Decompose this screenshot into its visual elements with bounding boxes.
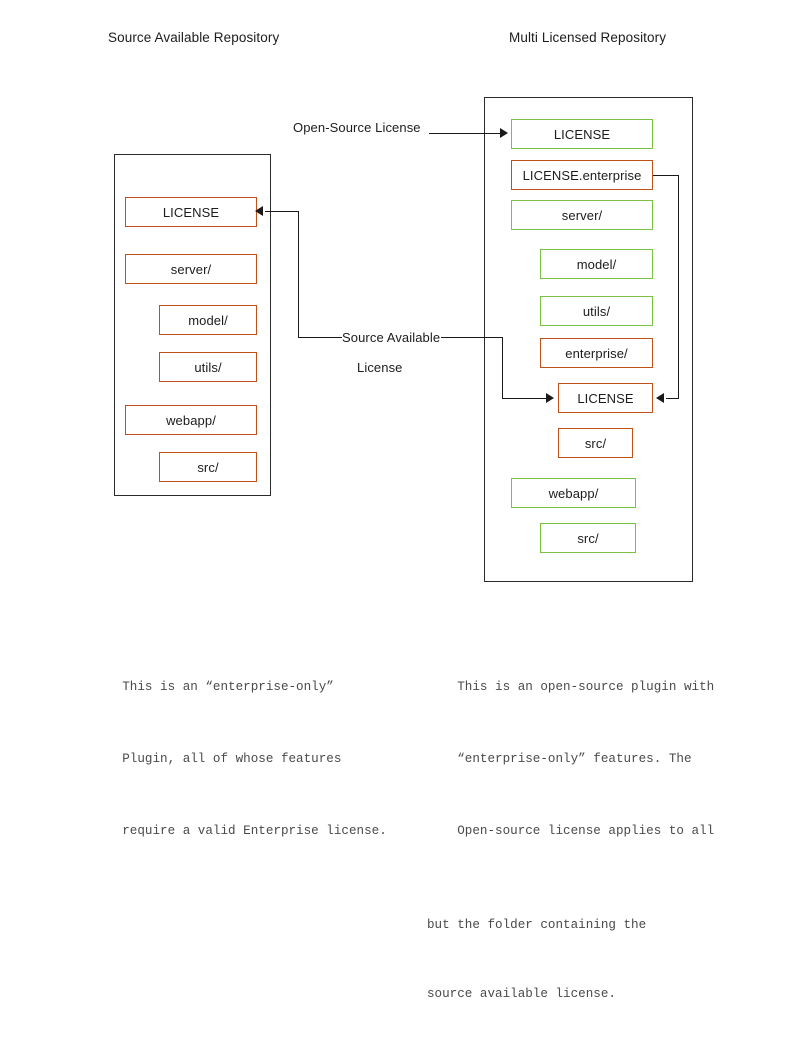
left-node-src[interactable]: src/: [159, 452, 257, 482]
enterprise-loop-arrowhead-icon: [656, 393, 664, 403]
left-branch-horizontal-upper: [265, 211, 299, 213]
right-node-enterprise-license[interactable]: LICENSE: [558, 383, 653, 413]
right-caption-line1: This is an open-source plugin with: [457, 680, 715, 694]
right-node-enterprise-src[interactable]: src/: [558, 428, 633, 458]
open-source-connector-line: [429, 133, 503, 135]
right-caption-line2: “enterprise-only” features. The: [457, 752, 692, 766]
right-caption: This is an open-source plugin with “ente…: [427, 651, 714, 1053]
right-node-model[interactable]: model/: [540, 249, 653, 279]
left-node-model[interactable]: model/: [159, 305, 257, 335]
left-caption: This is an “enterprise-only” Plugin, all…: [92, 651, 387, 867]
right-node-webapp-src[interactable]: src/: [540, 523, 636, 553]
right-node-license-enterprise[interactable]: LICENSE.enterprise: [511, 160, 653, 190]
source-available-license-label-line1: Source Available: [342, 330, 441, 345]
left-node-webapp[interactable]: webapp/: [125, 405, 257, 435]
left-caption-line2: Plugin, all of whose features: [122, 752, 342, 766]
right-node-enterprise[interactable]: enterprise/: [540, 338, 653, 368]
open-source-arrowhead-icon: [500, 128, 508, 138]
right-caption-line5: source available license.: [427, 987, 616, 1001]
left-branch-vertical: [298, 211, 300, 338]
right-branch-vertical: [502, 337, 504, 398]
enterprise-license-arrowhead-icon: [546, 393, 554, 403]
enterprise-loop-vertical: [678, 175, 680, 398]
right-caption-line4: but the folder containing the: [427, 918, 647, 932]
diagram-canvas: Source Available Repository Multi Licens…: [108, 30, 714, 1001]
right-node-utils[interactable]: utils/: [540, 296, 653, 326]
left-node-utils[interactable]: utils/: [159, 352, 257, 382]
left-caption-line1: This is an “enterprise-only”: [122, 680, 334, 694]
enterprise-loop-horizontal-bottom: [666, 398, 679, 400]
left-branch-horizontal-lower: [298, 337, 342, 339]
left-node-license[interactable]: LICENSE: [125, 197, 257, 227]
right-repository-title: Multi Licensed Repository: [509, 30, 667, 45]
source-available-license-label-line2: License: [357, 360, 403, 375]
enterprise-loop-horizontal-top: [653, 175, 679, 177]
right-branch-horizontal-lower: [502, 398, 547, 400]
right-node-server[interactable]: server/: [511, 200, 653, 230]
left-license-arrowhead-icon: [255, 206, 263, 216]
right-branch-horizontal-upper: [441, 337, 503, 339]
left-caption-line3: require a valid Enterprise license.: [122, 824, 387, 838]
right-caption-line3: Open-source license applies to all: [457, 824, 715, 838]
right-node-webapp[interactable]: webapp/: [511, 478, 636, 508]
right-node-license[interactable]: LICENSE: [511, 119, 653, 149]
left-node-server[interactable]: server/: [125, 254, 257, 284]
open-source-license-label: Open-Source License: [293, 120, 421, 135]
left-repository-title: Source Available Repository: [108, 30, 280, 45]
